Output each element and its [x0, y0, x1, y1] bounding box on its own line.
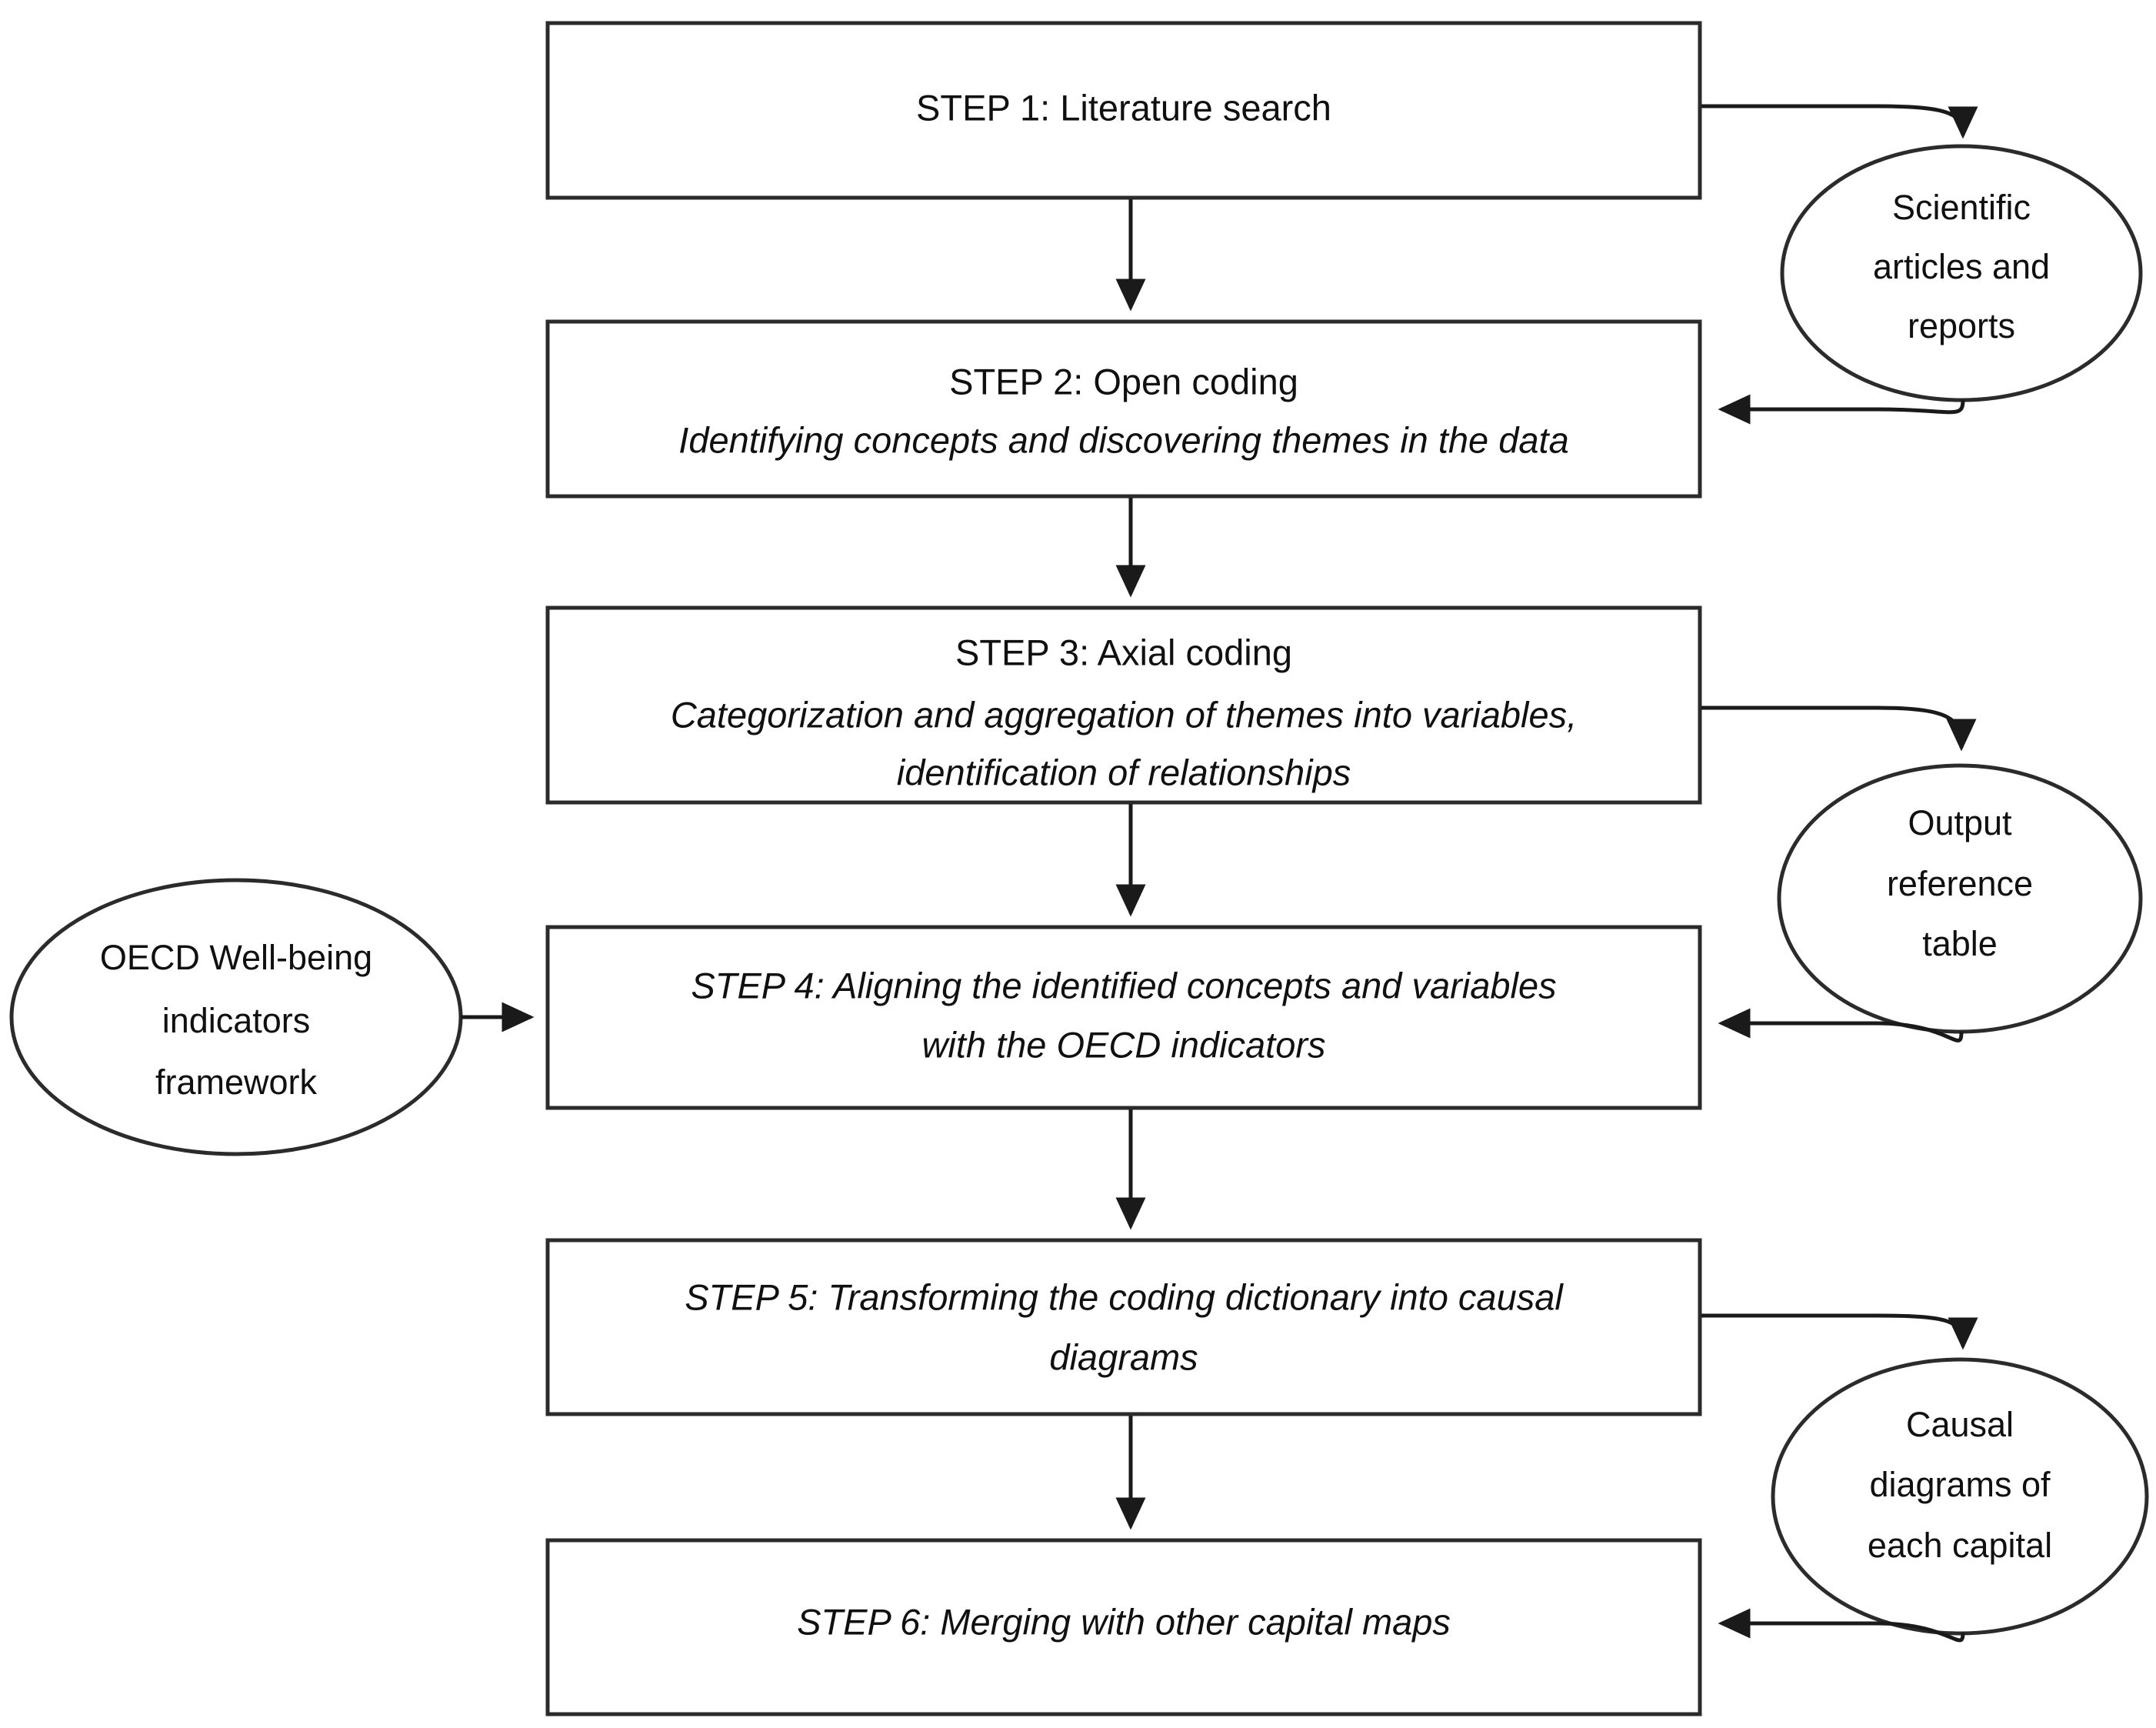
- arrow-step5-to-artifact-causal-diagrams: [1701, 1313, 1978, 1350]
- artifact-scientific-articles-line-3: reports: [1908, 306, 2015, 345]
- step-5-line-2: diagrams: [1049, 1336, 1198, 1377]
- step-5-box[interactable]: [545, 1238, 1702, 1416]
- artifact-output-reference-table-line-1: Output: [1908, 803, 2012, 842]
- arrow-artifact-scientific-articles-to-step2: [1718, 394, 1965, 425]
- arrow-step1-to-artifact-scientific-articles: [1701, 104, 1978, 139]
- step-4-box[interactable]: [545, 925, 1702, 1110]
- step-4-line-2: with the OECD indicators: [921, 1024, 1325, 1065]
- step-6-box[interactable]: [545, 1538, 1702, 1716]
- artifact-output-reference-table-line-3: table: [1922, 924, 1998, 963]
- step-2-line-1: STEP 2: Open coding: [949, 361, 1298, 402]
- artifact-oecd-framework-line-1: OECD Well-being: [100, 938, 372, 977]
- artifact-oecd-framework-line-2: indicators: [162, 1001, 311, 1040]
- arrow-step3-to-artifact-output-reference-table: [1701, 706, 1977, 752]
- arrow-artifact-output-reference-table-to-step4: [1718, 1008, 1964, 1042]
- step-1-line-1: STEP 1: Literature search: [916, 87, 1331, 128]
- step-3-line-3: identification of relationships: [897, 752, 1351, 792]
- artifact-oecd-framework-line-3: framework: [155, 1062, 318, 1102]
- artifact-scientific-articles-line-1: Scientific: [1892, 188, 2031, 227]
- step-3-line-2: Categorization and aggregation of themes…: [671, 694, 1577, 735]
- artifact-causal-diagrams-line-3: each capital: [1868, 1526, 2052, 1565]
- step-4-line-1: STEP 4: Aligning the identified concepts…: [691, 965, 1556, 1006]
- step-6-line-1: STEP 6: Merging with other capital maps: [797, 1601, 1451, 1642]
- artifact-output-reference-table-line-2: reference: [1887, 864, 2033, 903]
- step-3-box[interactable]: [545, 605, 1702, 805]
- arrow-artifact-causal-diagrams-to-step6: [1718, 1608, 1965, 1643]
- step-1-box[interactable]: [545, 21, 1702, 200]
- step-2-box[interactable]: [545, 319, 1702, 499]
- step-3-line-1: STEP 3: Axial coding: [955, 632, 1292, 672]
- artifact-causal-diagrams-ellipse[interactable]: [1771, 1357, 2149, 1636]
- step-2-line-2: Identifying concepts and discovering the…: [678, 419, 1568, 460]
- artifact-causal-diagrams-line-1: Causal: [1906, 1405, 2014, 1444]
- artifact-scientific-articles-line-2: articles and: [1873, 247, 2050, 286]
- step-5-line-1: STEP 5: Transforming the coding dictiona…: [685, 1276, 1564, 1317]
- artifact-causal-diagrams-line-2: diagrams of: [1869, 1465, 2051, 1504]
